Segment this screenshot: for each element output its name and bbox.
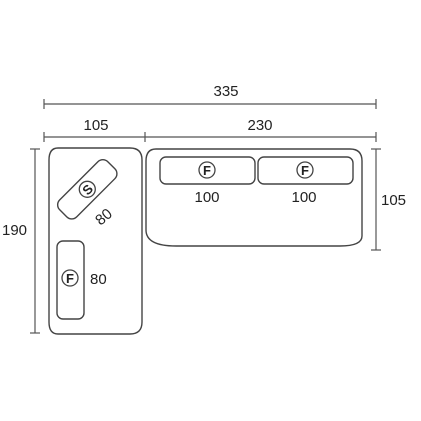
dimension-section-widths: 105 230	[43, 117, 377, 142]
f-badge-label: F	[66, 271, 74, 286]
f-badge-icon	[61, 269, 79, 287]
f-badge-label: F	[203, 163, 211, 178]
vertical-size-label: 80	[90, 271, 107, 288]
right-cushion-2-size: 100	[291, 189, 316, 206]
dimension-overall-width: 335	[43, 83, 377, 109]
left-width-label: 105	[83, 117, 108, 134]
cushion-right-2: F 100	[257, 156, 354, 206]
right-depth-label: 105	[381, 192, 406, 209]
overall-width-label: 335	[213, 83, 238, 100]
f-badge-icon	[296, 161, 314, 179]
left-height-label: 190	[2, 222, 27, 239]
right-cushion-1-size: 100	[194, 189, 219, 206]
dimension-left-height: 190	[2, 148, 40, 334]
f-badge-icon	[198, 161, 216, 179]
s-badge-icon	[78, 180, 96, 198]
right-width-label: 230	[247, 117, 272, 134]
cushion-diagonal: S	[56, 158, 118, 220]
cushion-right-1: F 100	[159, 156, 256, 206]
cushion-vertical: F 80	[56, 240, 107, 320]
f-badge-label: F	[301, 163, 309, 178]
dimension-right-depth: 105	[371, 148, 406, 251]
